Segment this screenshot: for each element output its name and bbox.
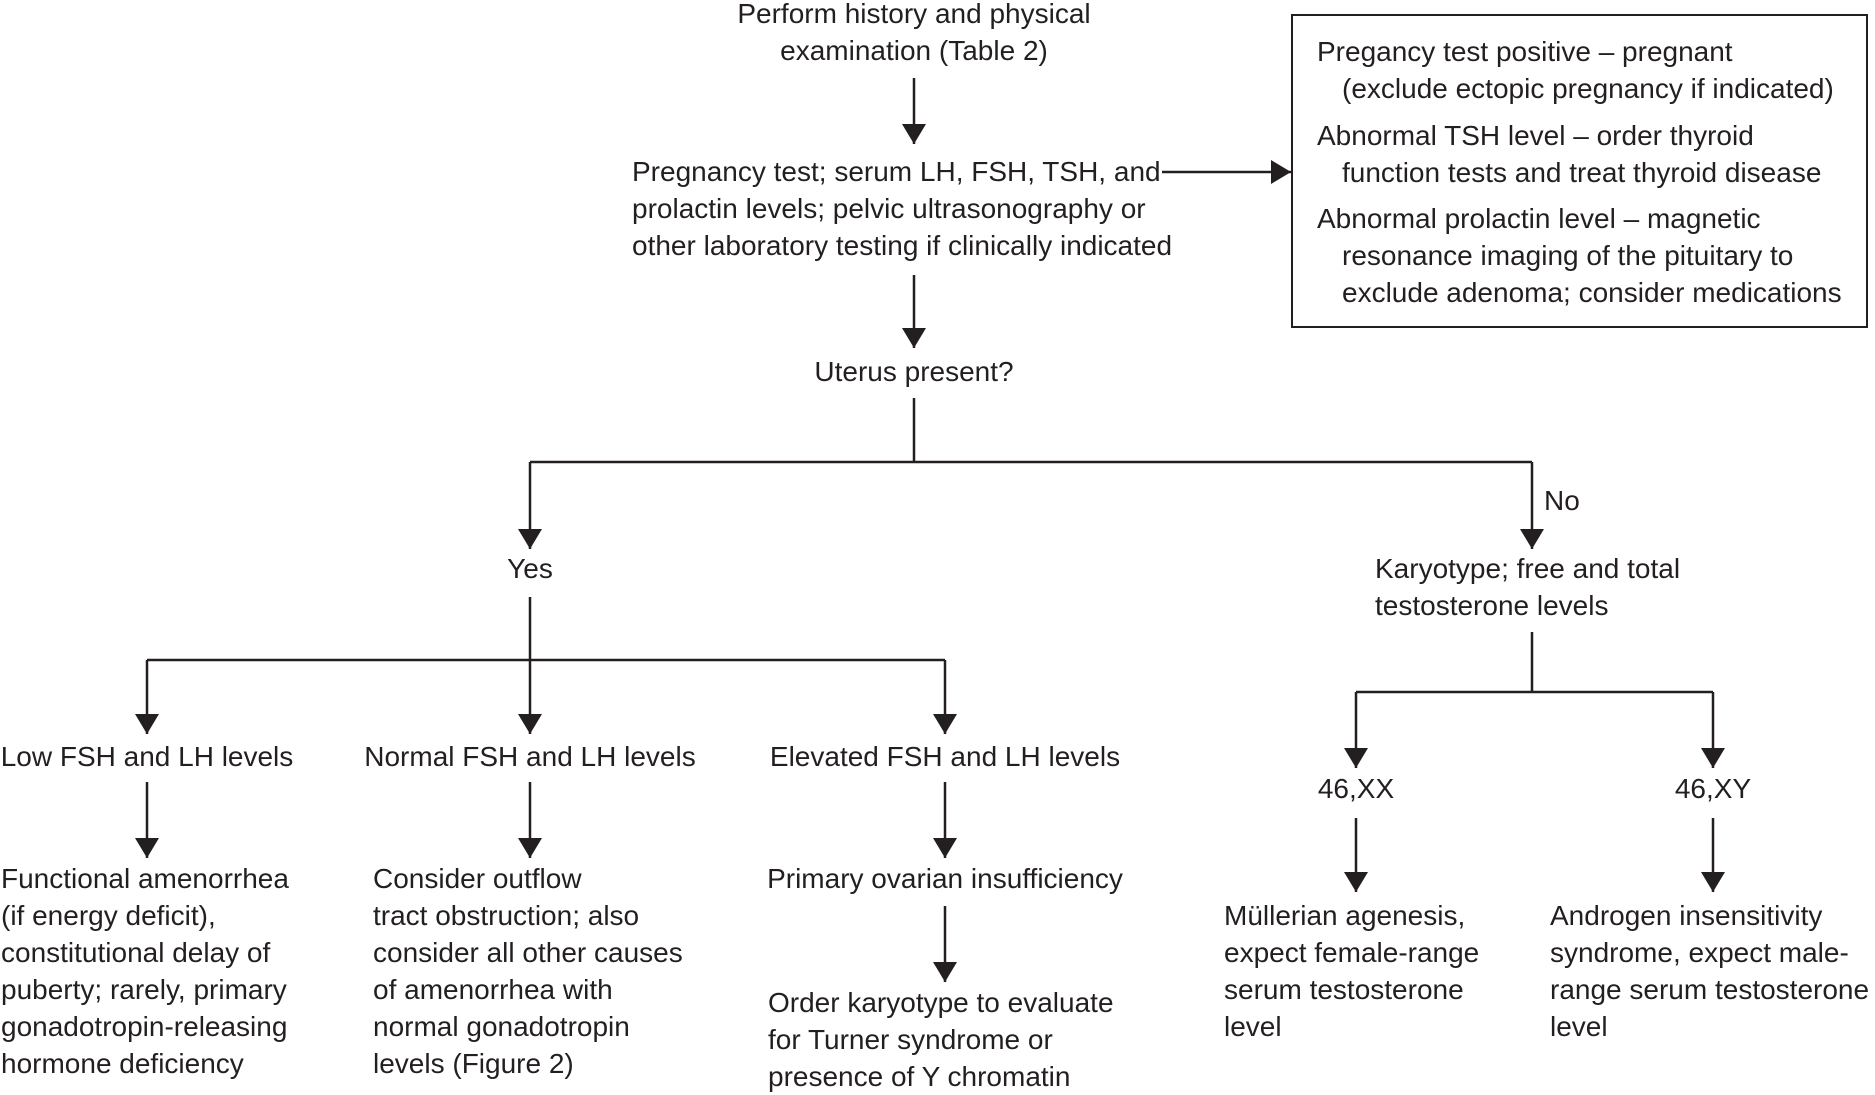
text-line: hormone deficiency bbox=[1, 1048, 244, 1079]
functional-amenorrhea-node: Functional amenorrhea (if energy deficit)… bbox=[1, 860, 289, 1082]
connector-yes-split bbox=[147, 597, 945, 662]
text-line: Low FSH and LH levels bbox=[0, 741, 294, 772]
text-line: level bbox=[1224, 1011, 1282, 1042]
text-line: prolactin levels; pelvic ultrasonography… bbox=[632, 193, 1146, 224]
text-line: Order karyotype to evaluate bbox=[768, 987, 1114, 1018]
text-line: exclude adenoma; consider medications bbox=[1342, 277, 1842, 308]
text-line: for Turner syndrome or bbox=[768, 1024, 1053, 1055]
text-line: Abnormal TSH level – order thyroid bbox=[1317, 120, 1754, 151]
uterus-present-node: Uterus present? bbox=[714, 353, 1114, 390]
text-line: Yes bbox=[507, 553, 553, 584]
history-node: Perform history and physical examination … bbox=[714, 0, 1114, 69]
text-line: function tests and treat thyroid disease bbox=[1342, 157, 1822, 188]
yes-node: Yes bbox=[430, 550, 630, 587]
abnormal-results-box: Pregancy test positive – pregnant (exclud… bbox=[1291, 14, 1868, 328]
text-line: Abnormal prolactin level – magnetic bbox=[1317, 203, 1761, 234]
connector-uterus-split bbox=[530, 398, 1532, 464]
text-line: presence of Y chromatin bbox=[768, 1061, 1071, 1092]
text-line: gonadotropin-releasing bbox=[1, 1011, 288, 1042]
text-line: Consider outflow bbox=[373, 863, 582, 894]
text-line: 46,XY bbox=[1674, 773, 1752, 804]
text-line: level bbox=[1550, 1011, 1608, 1042]
text-line: expect female-range bbox=[1224, 937, 1480, 968]
text-line: Pregnancy test; serum LH, FSH, TSH, and bbox=[632, 156, 1161, 187]
text-line: levels (Figure 2) bbox=[373, 1048, 574, 1079]
text-line: Androgen insensitivity bbox=[1550, 900, 1823, 931]
androgen-insensitivity-node: Androgen insensitivity syndrome, expect m… bbox=[1550, 897, 1869, 1045]
text-line: examination (Table 2) bbox=[780, 35, 1048, 66]
mullerian-agenesis-node: Müllerian agenesis, expect female-range se… bbox=[1224, 897, 1479, 1045]
outflow-obstruction-node: Consider outflow tract obstruction; also c… bbox=[373, 860, 683, 1082]
karyotype-testosterone-node: Karyotype; free and total testosterone le… bbox=[1375, 550, 1680, 624]
text-line: range serum testosterone bbox=[1550, 974, 1870, 1005]
text-line: serum testosterone bbox=[1224, 974, 1464, 1005]
text-line: Uterus present? bbox=[814, 356, 1014, 387]
box-item-pregnant: Pregancy test positive – pregnant (exclud… bbox=[1317, 33, 1834, 107]
text-line: Primary ovarian insufficiency bbox=[767, 863, 1123, 894]
text-line: puberty; rarely, primary bbox=[1, 974, 287, 1005]
no-label: No bbox=[1544, 485, 1580, 516]
box-item-tsh: Abnormal TSH level – order thyroid functi… bbox=[1317, 117, 1821, 191]
text-line: (if energy deficit), bbox=[1, 900, 216, 931]
karyotype-46xy-node: 46,XY bbox=[1633, 770, 1793, 807]
text-line: 46,XX bbox=[1317, 773, 1395, 804]
text-line: Functional amenorrhea bbox=[1, 863, 289, 894]
text-line: Pregancy test positive – pregnant bbox=[1317, 36, 1733, 67]
text-line: other laboratory testing if clinically i… bbox=[632, 230, 1173, 261]
text-line: constitutional delay of bbox=[1, 937, 271, 968]
text-line: tract obstruction; also bbox=[373, 900, 640, 931]
text-line: syndrome, expect male- bbox=[1550, 937, 1849, 968]
text-line: normal gonadotropin bbox=[373, 1011, 630, 1042]
normal-fsh-lh-node: Normal FSH and LH levels bbox=[360, 738, 700, 775]
text-line: of amenorrhea with bbox=[373, 974, 613, 1005]
low-fsh-lh-node: Low FSH and LH levels bbox=[0, 738, 297, 775]
karyotype-46xx-node: 46,XX bbox=[1276, 770, 1436, 807]
text-line: resonance imaging of the pituitary to bbox=[1342, 240, 1794, 271]
elevated-fsh-lh-node: Elevated FSH and LH levels bbox=[765, 738, 1125, 775]
connector-karyotype-split bbox=[1356, 632, 1713, 694]
text-line: Elevated FSH and LH levels bbox=[769, 741, 1121, 772]
text-line: (exclude ectopic pregnancy if indicated) bbox=[1342, 73, 1834, 104]
text-line: Müllerian agenesis, bbox=[1224, 900, 1466, 931]
text-line: consider all other causes bbox=[373, 937, 683, 968]
order-karyotype-node: Order karyotype to evaluate for Turner sy… bbox=[768, 984, 1114, 1095]
box-item-prolactin: Abnormal prolactin level – magnetic reson… bbox=[1317, 200, 1842, 311]
text-line: Karyotype; free and total bbox=[1375, 553, 1681, 584]
tests-node: Pregnancy test; serum LH, FSH, TSH, and p… bbox=[632, 153, 1172, 264]
text-line: testosterone levels bbox=[1375, 590, 1609, 621]
text-line: Normal FSH and LH levels bbox=[364, 741, 696, 772]
primary-ovarian-insufficiency-node: Primary ovarian insufficiency bbox=[745, 860, 1145, 897]
text-line: Perform history and physical bbox=[737, 0, 1091, 29]
